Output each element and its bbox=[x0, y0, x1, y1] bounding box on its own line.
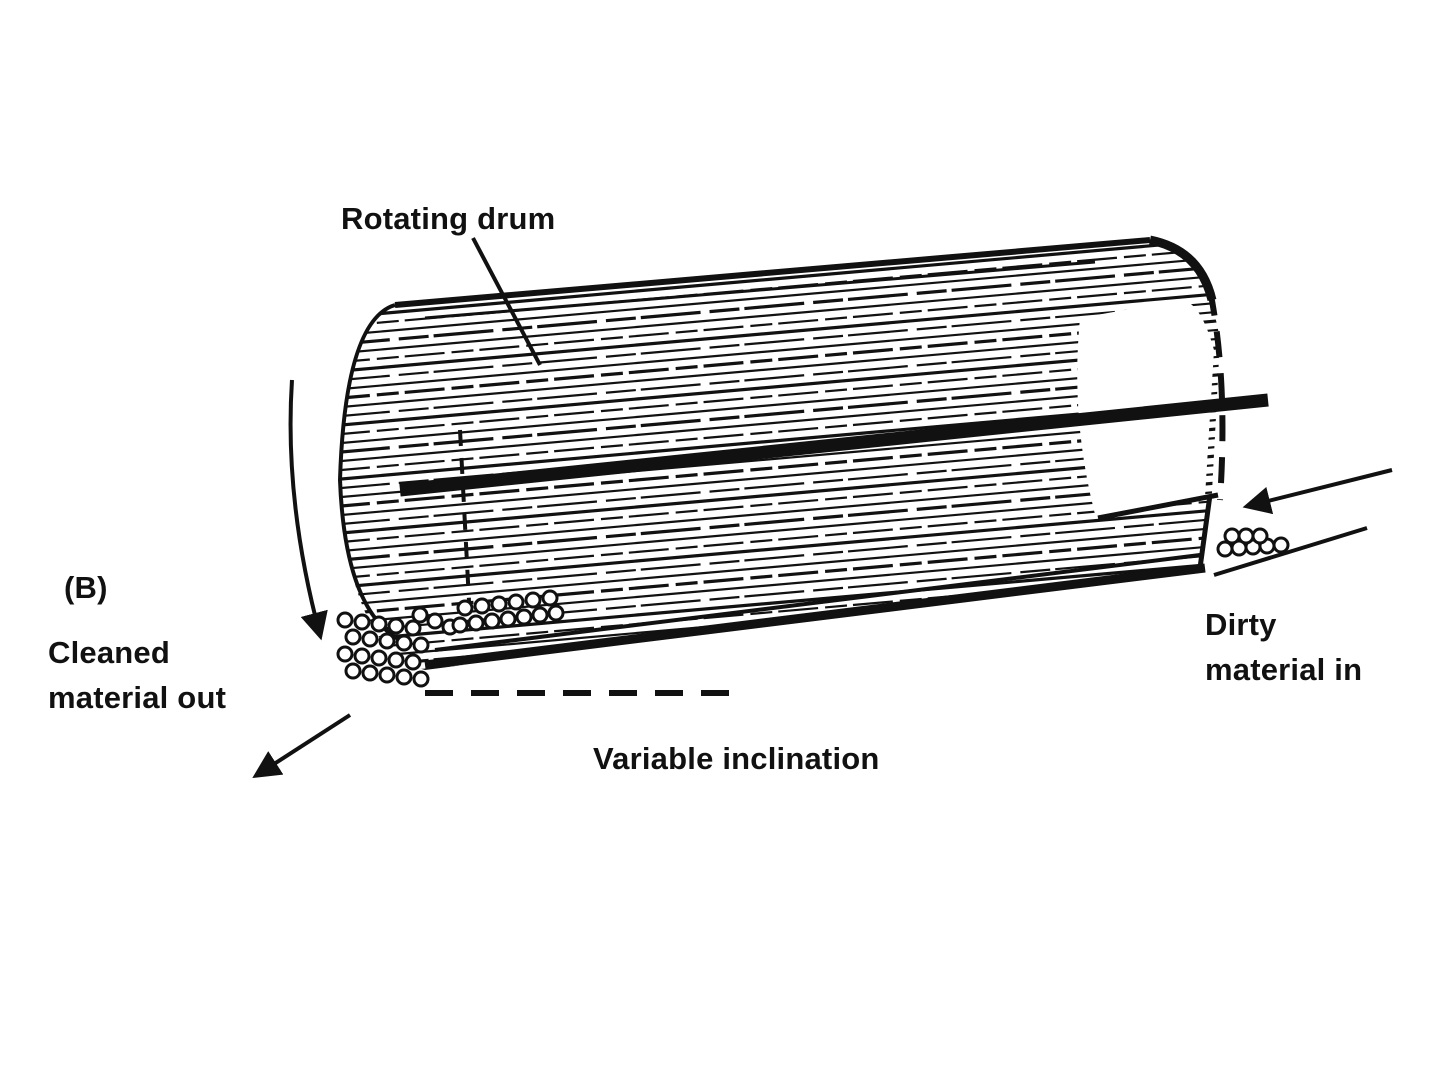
material-particle bbox=[458, 601, 472, 615]
material-particle bbox=[469, 616, 483, 630]
material-particle bbox=[485, 614, 499, 628]
material-particle bbox=[492, 597, 506, 611]
material-particle bbox=[501, 612, 515, 626]
material-particle bbox=[372, 617, 386, 631]
outlet-label-line2: material out bbox=[48, 676, 226, 721]
material-particle bbox=[414, 638, 428, 652]
material-particle bbox=[526, 593, 540, 607]
inlet-label-line2: material in bbox=[1205, 648, 1362, 693]
material-particle bbox=[475, 599, 489, 613]
material-particle bbox=[355, 615, 369, 629]
panel-label: (B) bbox=[64, 566, 108, 611]
drum-front-rim bbox=[340, 305, 400, 640]
material-particle bbox=[1253, 529, 1267, 543]
material-particle bbox=[346, 664, 360, 678]
drum-top-edge bbox=[395, 240, 1150, 305]
outlet-label-line1: Cleaned bbox=[48, 631, 226, 676]
material-particle bbox=[1239, 529, 1253, 543]
material-particle bbox=[543, 591, 557, 605]
material-particle bbox=[380, 668, 394, 682]
outlet-arrow-icon bbox=[257, 715, 350, 775]
material-particle bbox=[389, 619, 403, 633]
material-particle bbox=[414, 672, 428, 686]
material-particle bbox=[509, 595, 523, 609]
material-particle bbox=[346, 630, 360, 644]
inlet-label-line1: Dirty bbox=[1205, 603, 1362, 648]
drum-hatch-line bbox=[330, 626, 1230, 705]
material-particle bbox=[428, 614, 442, 628]
material-particle bbox=[413, 608, 427, 622]
material-particle bbox=[389, 653, 403, 667]
outlet-label: Cleaned material out bbox=[48, 631, 226, 721]
material-particle bbox=[363, 666, 377, 680]
material-particle bbox=[380, 634, 394, 648]
material-particle bbox=[453, 618, 467, 632]
inclination-label: Variable inclination bbox=[593, 737, 880, 782]
material-particle bbox=[338, 647, 352, 661]
rotation-arrow-icon bbox=[291, 380, 320, 635]
material-particle bbox=[406, 655, 420, 669]
material-particle bbox=[372, 651, 386, 665]
material-particle bbox=[363, 632, 377, 646]
rotating-drum-label: Rotating drum bbox=[341, 197, 555, 242]
material-particle bbox=[533, 608, 547, 622]
inlet-label: Dirty material in bbox=[1205, 603, 1362, 693]
material-particle bbox=[397, 670, 411, 684]
material-particle bbox=[517, 610, 531, 624]
inlet-arrow-icon bbox=[1248, 470, 1392, 506]
material-particle bbox=[1225, 529, 1239, 543]
material-particle bbox=[397, 636, 411, 650]
material-particle bbox=[1274, 538, 1288, 552]
material-particle bbox=[355, 649, 369, 663]
material-particle bbox=[338, 613, 352, 627]
material-particle bbox=[549, 606, 563, 620]
